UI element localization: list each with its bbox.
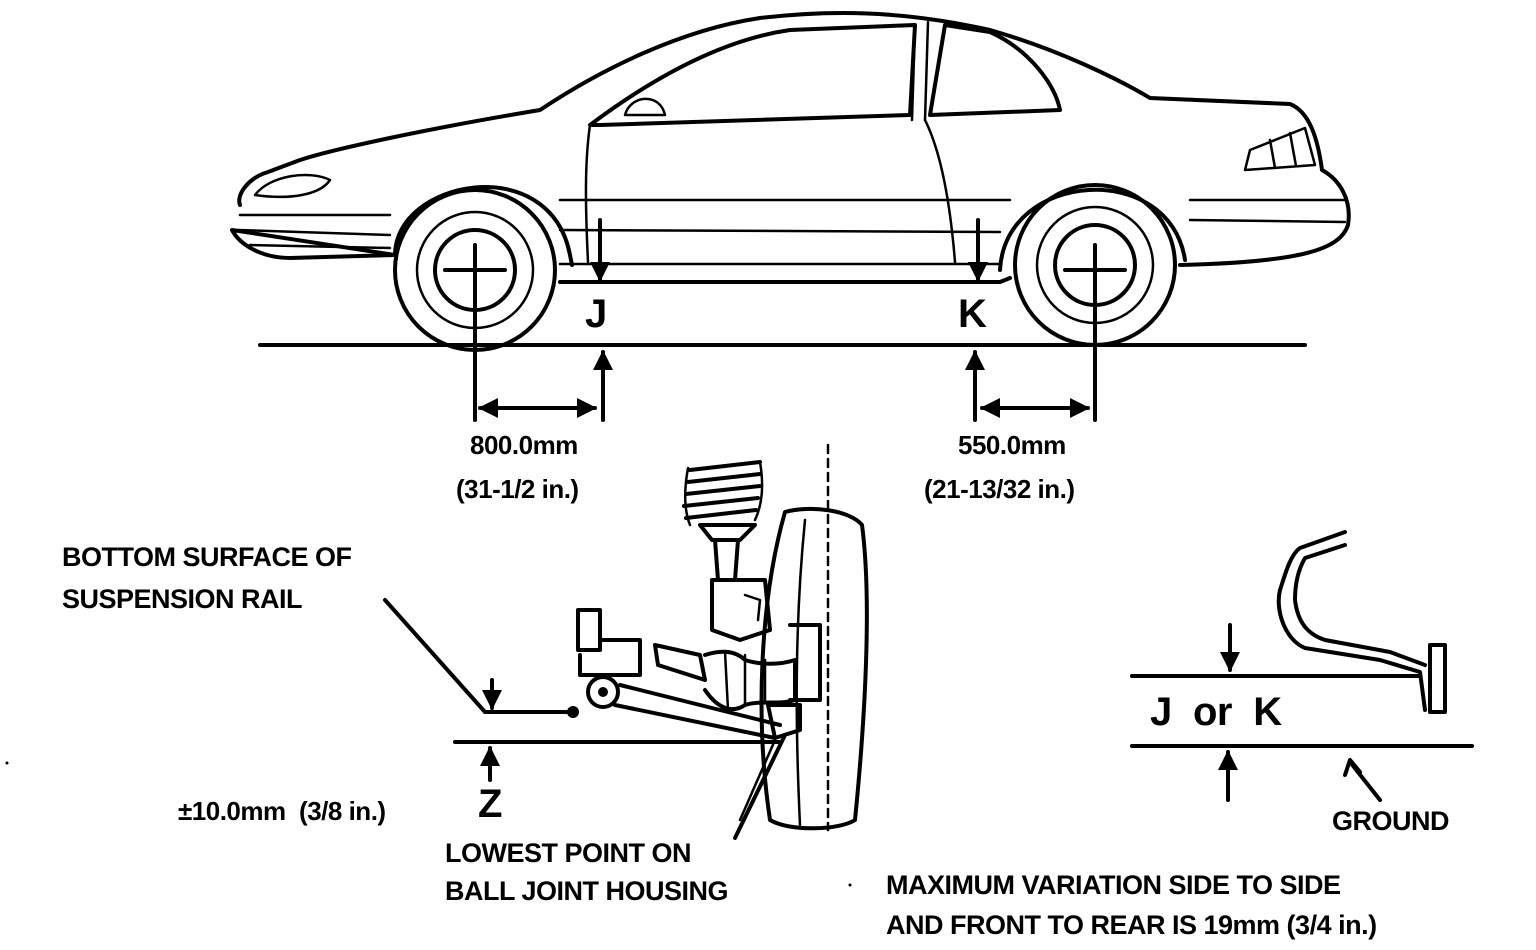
ground-label: GROUND — [1332, 806, 1450, 836]
marker-j: J — [585, 292, 607, 336]
rear-bumper-lines — [1188, 198, 1347, 224]
rear-dimension-in: (21-13/32 in.) — [924, 474, 1075, 504]
coil-spring — [682, 460, 762, 520]
detail-tire — [759, 506, 869, 831]
ball-joint-label-line2: BALL JOINT HOUSING — [445, 876, 729, 906]
ball-joint — [766, 703, 802, 740]
rear-wheel-arch — [998, 188, 1187, 272]
suspension-rail-label-line1: BOTTOM SURFACE OF — [62, 542, 352, 572]
hub — [788, 623, 822, 702]
ball-joint-label-line1: LOWEST POINT ON — [445, 838, 692, 868]
variation-note-line1: MAXIMUM VARIATION SIDE TO SIDE — [886, 870, 1341, 900]
front-wheel-center-mark — [443, 243, 507, 422]
front-wheel-arch — [393, 185, 574, 267]
jk-detail — [1130, 530, 1474, 802]
rear-quarter-window — [928, 23, 1062, 117]
front-dimension-mm: 800.0mm — [470, 430, 578, 460]
knuckle — [710, 578, 772, 642]
jk-flange — [1428, 643, 1447, 714]
body-side-lines — [558, 198, 1012, 234]
rear-dimension-mm: 550.0mm — [958, 430, 1066, 460]
drive-axle — [653, 643, 797, 712]
rear-wheel-center-mark — [1063, 243, 1127, 422]
lower-control-arm — [613, 683, 782, 740]
cradle-block — [576, 608, 642, 677]
jk-sill-profile — [1276, 530, 1427, 712]
z-tolerance: ±10.0mm (3/8 in.) — [178, 796, 386, 826]
marker-k: K — [958, 292, 987, 336]
rail-leader — [383, 598, 487, 714]
marker-z: Z — [478, 782, 502, 826]
headlight — [253, 173, 332, 199]
car-body-outline — [230, 11, 1351, 284]
front-dimension-in: (31-1/2 in.) — [456, 474, 579, 504]
marker-j-or-k: J or K — [1150, 690, 1282, 734]
tail-light — [1243, 126, 1317, 172]
side-mirror — [623, 97, 667, 117]
car-side-view — [230, 11, 1351, 422]
front-bumper-lines — [236, 213, 392, 250]
variation-note-line2: AND FRONT TO REAR IS 19mm (3/4 in.) — [886, 910, 1377, 940]
b-pillar — [910, 20, 930, 122]
strut — [698, 523, 757, 582]
door-outline — [584, 118, 957, 264]
bushing — [586, 675, 620, 709]
suspension-detail — [576, 443, 869, 832]
suspension-rail-label-line2: SUSPENSION RAIL — [62, 584, 303, 614]
side-window — [588, 23, 917, 127]
ball-joint-leader — [733, 733, 787, 840]
